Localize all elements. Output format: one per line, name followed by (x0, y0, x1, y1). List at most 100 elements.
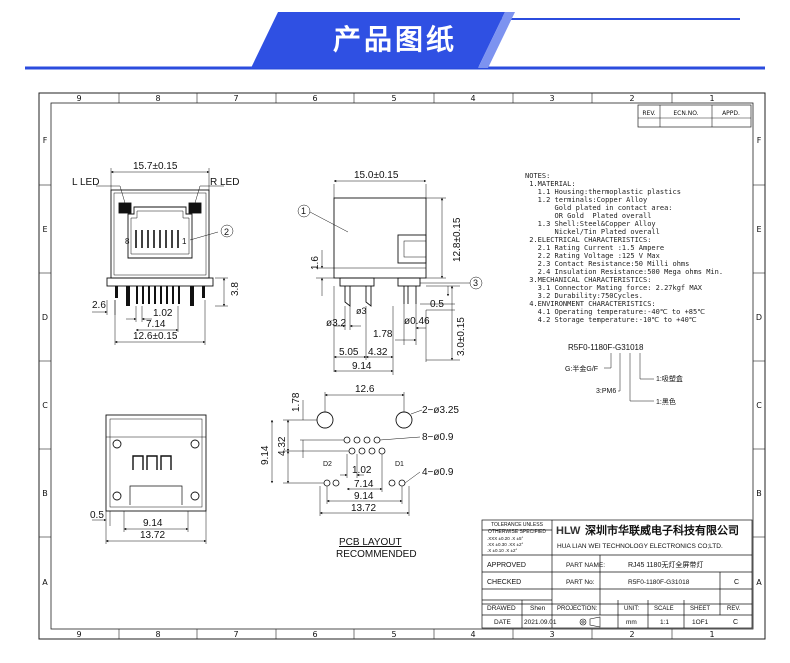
col-label: 6 (312, 94, 317, 103)
dim-05: 0.5 (430, 299, 444, 310)
part-name-label: PART NAME: (566, 562, 605, 569)
dim-432: 4.32 (368, 347, 388, 358)
col-label: 6 (312, 630, 317, 639)
company-name-cn: 深圳市华联威电子科技有限公司 (585, 523, 739, 537)
right-led-label: R LED (210, 177, 239, 188)
dim-pitch: 1.02 (153, 308, 173, 319)
revision-table: REV. ECN.NO. APPD. (637, 104, 752, 128)
tolerance-b: .XX ±0.30 .XX ±2° (487, 542, 523, 547)
pcb-top-span: 12.6 (355, 384, 375, 395)
part-name-value: RJ45 1180无灯全屏带灯 (628, 560, 703, 569)
row-label: A (42, 578, 48, 587)
callout-2: 2 (224, 227, 229, 237)
dim-505: 5.05 (339, 347, 359, 358)
front-view (92, 168, 234, 345)
callout-3: 3 (473, 278, 478, 288)
dim-inner-span: 9.14 (143, 518, 163, 529)
dim-post-dia: ø3.2 (326, 318, 346, 329)
pcb-led-label-right: D1 (395, 461, 404, 468)
col-label: 2 (629, 94, 634, 103)
row-label: D (756, 313, 762, 322)
projection-label: PROJECTION: (557, 606, 598, 612)
tolerance-title: TOLERANCE UNLESS (491, 522, 544, 528)
note-line: 2.3 Contact Resistance:50 Milli ohms (525, 260, 690, 268)
col-label: 9 (76, 630, 81, 639)
note-line: 3.MECHANICAL CHARACTERISTICS: (525, 276, 652, 284)
pcb-hole-signal: 8−ø0.9 (422, 432, 454, 443)
rev-header: REV. (642, 110, 655, 117)
note-line: 4.2 Storage temperature:-10℃ to +40℃ (525, 316, 697, 324)
sheet-value: 1OF1 (692, 619, 709, 626)
callout-1: 1 (301, 206, 306, 216)
legend-3: 3:PM6 (596, 388, 616, 395)
dim-height: 3.8 (230, 282, 241, 296)
part-no-value: R5F0-1180F-G31018 (628, 579, 690, 586)
pcb-layout-title: PCB LAYOUT (339, 537, 402, 548)
dim-overall-width: 15.7±0.15 (133, 161, 178, 172)
dim-standoff: 1.6 (310, 256, 321, 270)
ecn-header: ECN.NO. (673, 110, 698, 117)
col-label: 2 (629, 630, 634, 639)
dim-outer-span: 13.72 (140, 530, 165, 541)
dim-pin-span: 7.14 (146, 319, 166, 330)
tolerance-a: .XXX ±0.20 .X ±5° (487, 536, 523, 541)
drawn-label: DRAWED (487, 605, 516, 612)
part-no-label: PART No: (566, 579, 595, 586)
note-line: 1.MATERIAL: (525, 180, 576, 188)
row-label: B (756, 489, 762, 498)
note-line: 2.4 Insulation Resistance:500 Mega ohms … (525, 268, 724, 276)
date-label: DATE (494, 619, 512, 626)
tolerance-c: .X ±0.10 .X ±2° (487, 548, 517, 553)
dim-pin-length: 3.0±0.15 (456, 317, 467, 356)
note-line: 2.2 Rating Voltage :125 V Max (525, 252, 660, 260)
note-line: Nickel/Tin Plated overall (525, 228, 660, 236)
row-label: F (43, 136, 48, 145)
pcb-layout-subtitle: RECOMMENDED (336, 549, 417, 560)
left-led-label: L LED (72, 177, 99, 188)
legend-1b: 1:黑色 (656, 397, 676, 406)
row-label: C (756, 401, 762, 410)
projection-icon (579, 616, 601, 628)
sheet-label: SHEET (690, 606, 710, 612)
row-label: C (42, 401, 48, 410)
dim-178: 1.78 (373, 329, 393, 340)
title-block (481, 519, 753, 629)
dim-post-dia2: ø3 (356, 306, 367, 316)
pcb-left-height2: 4.32 (277, 436, 288, 456)
pcb-layout (270, 392, 423, 516)
pcb-left-height: 9.14 (260, 445, 271, 465)
bottom-view (92, 414, 207, 544)
pcb-hole-led: 4−ø0.9 (422, 467, 454, 478)
row-label: E (42, 225, 47, 234)
row-label: D (42, 313, 48, 322)
col-label: 5 (391, 94, 396, 103)
scale-value: 1:1 (660, 619, 669, 626)
note-line: 4.ENVIRONMENT CHARACTERISTICS: (525, 300, 656, 308)
header-banner (25, 12, 765, 70)
col-label: 4 (470, 630, 475, 639)
row-label: B (42, 489, 48, 498)
part-code: R5F0-1180F-G31018 (568, 343, 644, 352)
part-code-leaders (604, 353, 654, 402)
rev-value-2: C (733, 619, 738, 626)
row-label: F (757, 136, 762, 145)
note-line: Gold plated in contact area: (525, 204, 673, 212)
pin-label: 8 (125, 237, 130, 246)
company-logo: HLW (556, 525, 581, 537)
pcb-span-714: 7.14 (354, 479, 374, 490)
col-label: 7 (233, 630, 238, 639)
dim-side-width: 15.0±0.15 (354, 170, 399, 181)
note-line: NOTES: (525, 172, 551, 180)
rev-label: REV. (727, 606, 741, 612)
dim-side-height: 12.8±0.15 (452, 217, 463, 262)
note-line: 2.ELECTRICAL CHARACTERISTICS: (525, 236, 652, 244)
note-line: 1.2 terminals:Copper Alloy (525, 196, 648, 204)
pcb-span-1372: 13.72 (351, 503, 376, 514)
col-label: 1 (709, 630, 714, 639)
pcb-led-label-left: D2 (323, 461, 332, 468)
pcb-row-offset: 1.78 (291, 392, 302, 412)
col-label: 1 (709, 94, 714, 103)
approved-label: APPROVED (487, 562, 526, 569)
note-line: 1.3 Shell:Steel&Copper Alloy (525, 220, 656, 228)
